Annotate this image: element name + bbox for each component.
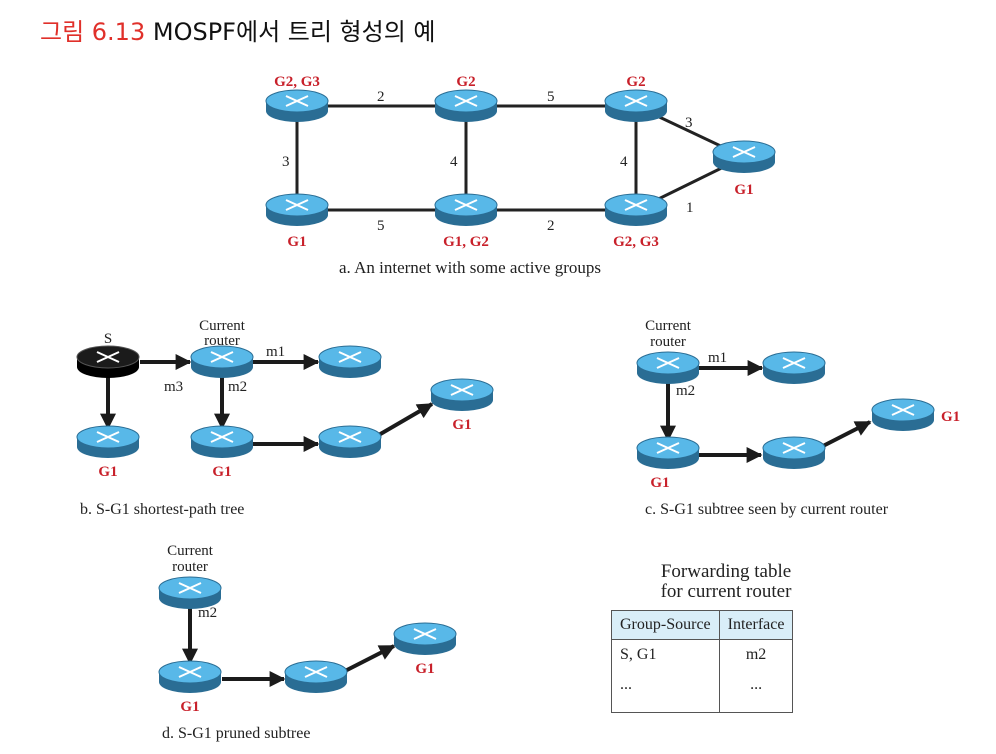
panel-c: Current router m1 m2 G1 G1 c. S-G1 subtr… [636, 318, 960, 518]
group-label: G2 [626, 74, 645, 90]
current-router-label: Current [199, 318, 246, 334]
router-icon [318, 345, 382, 379]
router-icon [712, 140, 776, 174]
router-icon [636, 436, 700, 470]
table-row: ... ... [611, 670, 794, 713]
group-label: G1 [941, 409, 960, 425]
link-weight: 4 [620, 154, 628, 170]
current-router-label: Current [645, 318, 692, 334]
table-row: S, G1 m2 [611, 639, 794, 670]
group-label: G1 [734, 182, 753, 198]
link-weight: 4 [450, 154, 458, 170]
link-weight: 2 [547, 218, 555, 234]
group-label: G2, G3 [274, 74, 320, 90]
cell-group-source: S, G1 [611, 639, 720, 670]
router-icon [76, 425, 140, 459]
cell-interface: m2 [718, 639, 794, 670]
figure-number: 그림 6.13 [40, 18, 146, 46]
router-icon [190, 345, 254, 379]
router-icon [636, 351, 700, 385]
router-icon [762, 436, 826, 470]
router-icon [190, 425, 254, 459]
caption-c: c. S-G1 subtree seen by current router [645, 501, 889, 518]
group-label: G1 [212, 464, 231, 480]
router-icon [604, 193, 668, 227]
panel-a: G2, G3 G2 G2 G1 G1, G2 G2, G3 G1 2 5 3 4… [265, 74, 776, 277]
router-icon [318, 425, 382, 459]
caption-a: a. An internet with some active groups [339, 258, 601, 277]
group-label: G2, G3 [613, 234, 659, 250]
column-header-interface: Interface [718, 610, 794, 640]
link-weight: 3 [282, 154, 290, 170]
source-label: S [104, 331, 112, 347]
link-weight: 1 [686, 200, 694, 216]
figure-title-text: MOSPF에서 트리 형성의 예 [152, 18, 436, 46]
current-router-label: router [650, 334, 686, 350]
forwarding-table: Group-Source Interface S, G1 m2 ... ... [611, 610, 794, 713]
table-header-row: Group-Source Interface [611, 610, 794, 640]
interface-label: m1 [708, 350, 727, 366]
current-router-label: Current [167, 543, 214, 559]
link-weight: 5 [377, 218, 385, 234]
link-weight: 5 [547, 89, 555, 105]
arrow-to-g1 [822, 420, 872, 448]
router-icon [871, 398, 935, 432]
group-label: G1 [452, 417, 471, 433]
router-icon [265, 193, 329, 227]
group-label: G1 [287, 234, 306, 250]
current-router-label: router [204, 333, 240, 349]
cell-interface: ... [718, 670, 794, 713]
group-label: G1 [415, 661, 434, 677]
column-header-group-source: Group-Source [611, 610, 720, 640]
router-icon [284, 660, 348, 694]
router-icon [265, 89, 329, 123]
group-label: G1 [650, 475, 669, 491]
link-weight: 3 [685, 115, 693, 131]
figure-title: 그림 6.13 MOSPF에서 트리 형성의 예 [40, 12, 436, 47]
arrow-to-g1 [344, 644, 396, 673]
interface-label: m2 [676, 383, 695, 399]
group-label: G1 [98, 464, 117, 480]
caption-b: b. S-G1 shortest-path tree [80, 501, 244, 518]
arrow-to-g1 [375, 402, 434, 438]
panel-b: S Current router m1 m2 m3 G1 G1 G1 b. S-… [76, 318, 494, 518]
router-icon [604, 89, 668, 123]
router-icon [158, 660, 222, 694]
router-icon [430, 378, 494, 412]
forwarding-table-title: Forwarding table for current router [600, 562, 852, 602]
current-router-label: router [172, 559, 208, 575]
panel-d: Current router m2 G1 G1 d. S-G1 pruned s… [158, 543, 457, 742]
forwarding-table-title-line: for current router [660, 581, 792, 602]
router-icon [393, 622, 457, 656]
cell-group-source: ... [611, 670, 720, 713]
source-router-icon [76, 345, 140, 379]
interface-label: m3 [164, 379, 183, 395]
forwarding-table-title-line: Forwarding table [660, 561, 792, 582]
router-icon [434, 193, 498, 227]
interface-label: m2 [198, 605, 217, 621]
caption-d: d. S-G1 pruned subtree [162, 725, 310, 742]
group-label: G1, G2 [443, 234, 489, 250]
router-icon [762, 351, 826, 385]
group-label: G1 [180, 699, 199, 715]
group-label: G2 [456, 74, 475, 90]
interface-label: m2 [228, 379, 247, 395]
link-weight: 2 [377, 89, 385, 105]
router-icon [434, 89, 498, 123]
interface-label: m1 [266, 344, 285, 360]
